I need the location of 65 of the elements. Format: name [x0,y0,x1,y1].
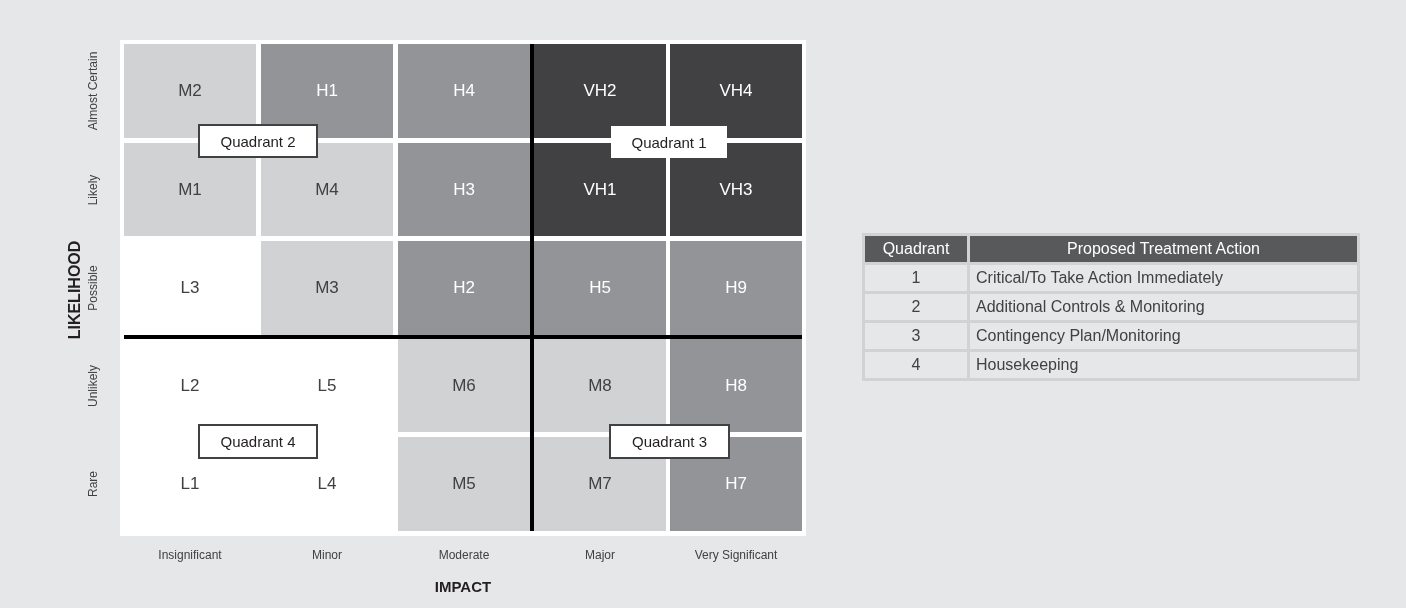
risk-rating: L5 [317,375,337,396]
risk-rating: M8 [588,375,612,396]
risk-cell [670,241,802,335]
risk-rating: L4 [317,474,337,494]
risk-cell [398,44,530,138]
axis-tick-label: Insignificant [158,548,222,562]
risk-cell [398,241,530,335]
risk-rating: H9 [725,278,747,298]
table-cell: 1 [865,265,967,291]
axis-tick-label: Moderate [438,548,490,562]
axis-title: LIKELIHOOD [66,240,84,340]
risk-rating: H4 [453,81,475,101]
risk-cell [670,44,802,138]
quadrant-label: Quadrant 4 [198,424,318,459]
axis-tick-label: Major [585,548,615,562]
table-header-cell: Quadrant [865,236,967,262]
risk-rating: L1 [180,474,200,494]
risk-rating: M7 [588,474,612,494]
table-header-cell: Proposed Treatment Action [970,236,1357,262]
risk-cell [398,437,530,531]
table-cell: 3 [865,323,967,349]
axis-tick-label: Possible [86,265,100,311]
axis-tick-label: Very Significant [694,548,778,562]
risk-rating: H5 [589,278,611,298]
risk-rating: VH1 [583,179,617,200]
risk-rating: M1 [178,179,202,200]
axis-title: IMPACT [434,577,492,595]
risk-rating: H3 [453,179,475,200]
risk-cell [398,339,530,432]
table-cell: 2 [865,294,967,320]
risk-cell [261,241,393,335]
quadrant-label: Quadrant 2 [198,124,318,158]
risk-rating: H1 [316,81,338,101]
axis-tick-label: Unlikely [86,364,100,407]
axis-tick-label: Rare [86,471,100,497]
risk-rating: VH4 [719,81,753,101]
axis-tick-label: Minor [312,548,342,562]
risk-rating: M5 [452,474,476,494]
quadrant-label: Quadrant 1 [611,126,727,158]
axis-tick-label: Likely [86,174,100,205]
risk-rating: H7 [725,474,747,494]
table-cell: 4 [865,352,967,378]
risk-rating: M4 [315,179,339,200]
risk-rating: H2 [453,278,475,298]
risk-cell [124,44,256,138]
risk-cell [534,339,666,432]
table-cell: Additional Controls & Monitoring [970,294,1357,320]
axis-tick-label: Almost Certain [86,51,100,131]
quadrant-label: Quadrant 3 [609,424,730,459]
risk-cell [534,241,666,335]
risk-rating: VH3 [719,179,753,200]
risk-cell [670,339,802,432]
table-cell: Housekeeping [970,352,1357,378]
risk-cell [534,44,666,138]
risk-rating: M2 [178,81,202,101]
risk-cell [398,143,530,236]
risk-rating: M3 [315,278,339,298]
table-cell: Contingency Plan/Monitoring [970,323,1357,349]
table-cell: Critical/To Take Action Immediately [970,265,1357,291]
risk-rating: H8 [725,375,747,396]
risk-rating: L3 [180,278,200,298]
risk-cell [261,44,393,138]
risk-rating: L2 [180,375,200,396]
risk-rating: M6 [452,375,476,396]
risk-rating: VH2 [583,81,617,101]
